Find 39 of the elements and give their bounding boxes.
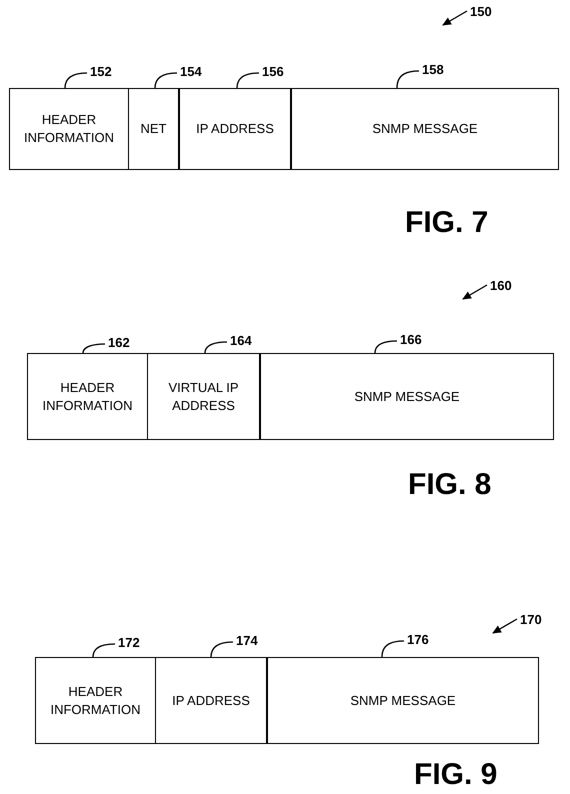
arrow xyxy=(442,10,468,26)
reference-numeral: 152 xyxy=(90,64,120,80)
reference-numeral: 150 xyxy=(470,4,500,20)
reference-numeral: 156 xyxy=(262,64,292,80)
packet-field: HEADER INFORMATION xyxy=(27,353,148,440)
figure-label: FIG. 8 xyxy=(408,468,492,502)
leader-line xyxy=(374,340,398,354)
leader-line xyxy=(236,72,260,88)
reference-numeral: 174 xyxy=(236,633,266,649)
leader-line xyxy=(64,72,88,88)
leader-line xyxy=(396,70,420,88)
packet-field: SNMP MESSAGE xyxy=(267,657,539,744)
packet-field: IP ADDRESS xyxy=(179,88,291,170)
reference-numeral: 172 xyxy=(118,635,148,651)
packet-field: IP ADDRESS xyxy=(155,657,267,744)
packet-field: SNMP MESSAGE xyxy=(291,88,559,170)
reference-numeral: 154 xyxy=(180,64,210,80)
reference-numeral: 176 xyxy=(407,632,437,648)
leader-line xyxy=(210,641,234,658)
leader-line xyxy=(82,343,106,354)
reference-numeral: 158 xyxy=(422,62,452,78)
leader-line xyxy=(154,72,178,88)
leader-line xyxy=(92,643,116,658)
arrow xyxy=(492,618,518,634)
reference-numeral: 164 xyxy=(230,333,260,349)
leader-line xyxy=(204,341,228,354)
reference-numeral: 162 xyxy=(108,335,138,351)
packet-field: NET xyxy=(128,88,179,170)
figure-label: FIG. 7 xyxy=(405,206,488,240)
leader-line xyxy=(381,640,404,658)
packet-field: SNMP MESSAGE xyxy=(260,353,554,440)
reference-numeral: 166 xyxy=(400,332,430,348)
packet-field: HEADER INFORMATION xyxy=(9,88,129,170)
packet-field: HEADER INFORMATION xyxy=(35,657,156,744)
arrow xyxy=(462,284,488,300)
reference-numeral: 170 xyxy=(520,612,550,628)
figure-label: FIG. 9 xyxy=(414,758,498,792)
packet-field: VIRTUAL IP ADDRESS xyxy=(147,353,260,440)
reference-numeral: 160 xyxy=(490,278,520,294)
